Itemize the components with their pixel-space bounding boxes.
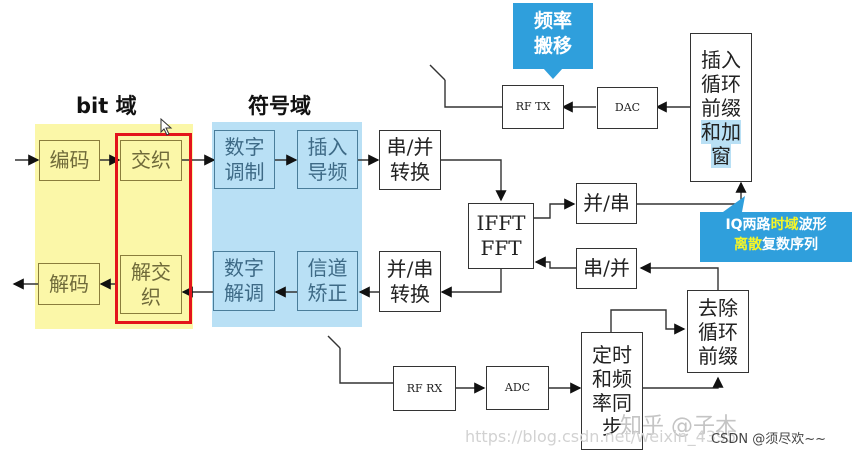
sp-label: 串/并 xyxy=(583,256,630,280)
ifft-fft-block: IFFT FFT xyxy=(468,203,534,269)
removecp-to-sp xyxy=(639,262,719,291)
rx-antenna xyxy=(327,335,341,349)
sp-convert-label-1: 串/并 xyxy=(386,135,434,159)
deinterleave-label-1: 解交 xyxy=(131,259,171,284)
freq-shift-line-1: 频率 xyxy=(533,10,572,32)
pilot-insert-block: 插入 导频 xyxy=(297,130,358,189)
deinterleave-block: 解交 织 xyxy=(120,255,182,314)
sync-label-1: 定时 xyxy=(592,343,632,367)
cp-label-3: 前缀 xyxy=(701,95,741,120)
cp-label-2: 循环 xyxy=(701,71,741,96)
channel-equalization-block: 信道 矫正 xyxy=(297,251,358,311)
freq-shift-line-2: 搬移 xyxy=(533,34,572,57)
dac-block: DAC xyxy=(597,87,658,129)
serial-parallel-block: 串/并 xyxy=(576,248,637,289)
iq-line-2-post: 复数序列 xyxy=(762,237,818,254)
sync-label-4: 步 xyxy=(602,415,622,439)
rftx-to-antenna xyxy=(444,80,502,108)
encode-label: 编码 xyxy=(49,148,90,172)
pilot-label-1: 插入 xyxy=(307,134,348,159)
iq-line-2-highlight: 离散 xyxy=(734,237,762,254)
interleave-highlight-frame xyxy=(115,133,192,324)
fft-label: FFT xyxy=(480,236,522,260)
interleave-label: 交织 xyxy=(131,148,171,172)
cp-label-5: 窗 xyxy=(711,143,731,168)
iq-line-1-post: 波形 xyxy=(798,217,827,233)
ps-convert-label-1: 并/串 xyxy=(386,256,434,281)
deinterleave-label-2: 织 xyxy=(141,284,161,309)
digital-demodulation-block: 数字 解调 xyxy=(213,251,275,311)
rf-tx-label: RF TX xyxy=(515,100,551,114)
serial-parallel-convert-block: 串/并 转换 xyxy=(379,130,441,190)
frequency-shift-callout: 频率 搬移 xyxy=(513,3,593,69)
channel-eq-label-1: 信道 xyxy=(307,256,348,280)
zhihu-watermark: 知乎 @子木 xyxy=(620,414,737,439)
digital-mod-label-2: 调制 xyxy=(224,159,265,184)
cp-label-1: 插入 xyxy=(701,47,741,72)
iq-waveform-callout: IQ两路时域波形 离散复数序列 xyxy=(700,212,852,262)
timing-frequency-sync-block: 定时 和频 率同 步 xyxy=(581,332,643,450)
sp-to-ifft xyxy=(440,159,507,202)
sp-convert-label-2: 转换 xyxy=(390,160,430,184)
ps-label: 并/串 xyxy=(583,191,630,215)
ps-convert-label-2: 转换 xyxy=(390,281,430,306)
iq-line-1-highlight: 时域 xyxy=(770,217,799,233)
encode-block: 编码 xyxy=(39,140,100,181)
iq-line-1: IQ两路时域波形 xyxy=(700,215,852,235)
decode-label: 解码 xyxy=(49,271,89,296)
iq-line-2: 离散复数序列 xyxy=(700,235,852,255)
digital-mod-label-1: 数字 xyxy=(224,134,265,159)
adc-block: ADC xyxy=(486,366,549,410)
digital-modulation-block: 数字 调制 xyxy=(214,130,275,189)
remove-cp-label-1: 去除 xyxy=(698,295,738,320)
parallel-serial-convert-block: 并/串 转换 xyxy=(379,251,441,312)
sync-label-2: 和频 xyxy=(592,367,632,391)
rf-tx-block: RF TX xyxy=(502,85,564,129)
sp-to-fft xyxy=(534,256,576,269)
ifft-label: IFFT xyxy=(476,211,526,235)
remove-cp-label-2: 循环 xyxy=(698,319,738,344)
bit-domain-title: bit 域 xyxy=(76,94,137,118)
url-watermark: https://blog.csdn.net/weixin_4395 xyxy=(465,427,737,446)
sync-label-3: 率同 xyxy=(592,391,632,415)
remove-cp-label-3: 前缀 xyxy=(698,343,738,368)
sync-to-removecp xyxy=(642,376,724,389)
remove-cp-block: 去除 循环 前缀 xyxy=(687,290,749,373)
pilot-label-2: 导频 xyxy=(307,159,348,184)
digital-demod-label-2: 解调 xyxy=(224,281,264,305)
sync-to-removecp-top xyxy=(610,309,686,335)
tx-antenna xyxy=(429,64,446,81)
iq-line-1-pre: IQ两路 xyxy=(725,217,771,233)
adc-label: ADC xyxy=(504,381,531,395)
antenna-to-rfrx xyxy=(339,348,393,384)
dac-label: DAC xyxy=(614,101,641,115)
rf-rx-label: RF RX xyxy=(406,381,443,395)
cp-label-4: 和加 xyxy=(701,119,741,144)
symbol-domain-title: 符号域 xyxy=(248,94,311,118)
fft-to-ps xyxy=(440,269,502,298)
rf-rx-block: RF RX xyxy=(393,366,456,411)
parallel-serial-block: 并/串 xyxy=(576,183,637,224)
decode-block: 解码 xyxy=(38,263,100,305)
mouse-cursor-icon xyxy=(160,118,173,136)
freq-shift-pointer xyxy=(543,68,563,79)
insert-cp-window-block: 插入 循环 前缀 和加 窗 xyxy=(690,33,752,182)
interleave-block: 交织 xyxy=(120,140,182,181)
channel-eq-label-2: 矫正 xyxy=(307,281,348,305)
iq-pointer xyxy=(723,196,745,212)
ifft-to-ps xyxy=(533,198,576,219)
digital-demod-label-1: 数字 xyxy=(224,256,264,280)
csdn-watermark: CSDN @须尽欢~~ xyxy=(711,432,826,447)
